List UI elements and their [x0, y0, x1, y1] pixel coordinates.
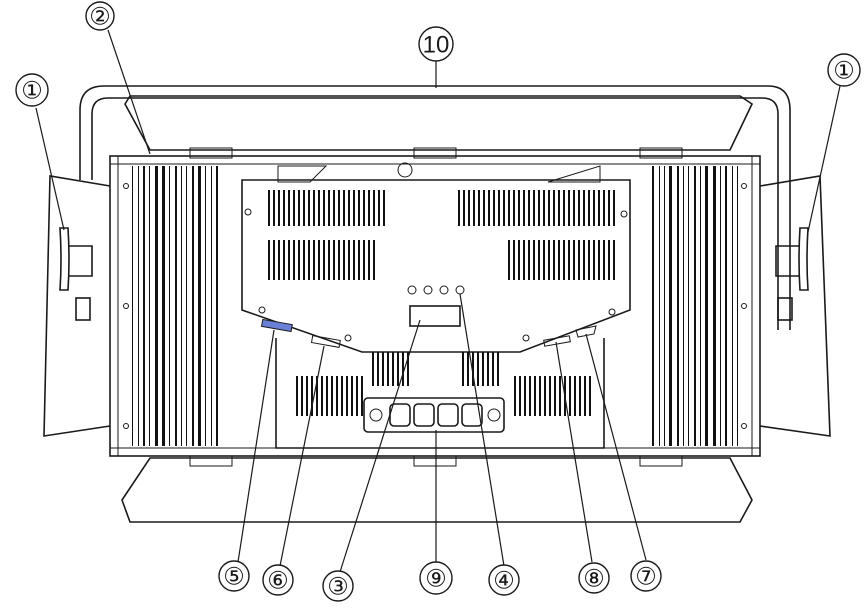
- callout-2: ②: [85, 1, 115, 31]
- callout-label: ①: [21, 78, 43, 105]
- right-barn-door: [759, 175, 831, 437]
- right-knob[interactable]: [775, 227, 809, 321]
- heatsink-fins-left: [132, 166, 218, 446]
- callout-7: ⑦: [630, 560, 662, 592]
- heatsink-fins-right: [652, 166, 738, 446]
- rear-panel: [241, 179, 631, 353]
- ventilation-slots: [268, 190, 615, 416]
- callout-label: ①: [833, 58, 855, 85]
- dmx-in-port[interactable]: [543, 335, 571, 347]
- callout-label: ⑨: [425, 566, 447, 593]
- left-barn-door: [43, 175, 111, 437]
- callout-8: ⑧: [578, 562, 610, 594]
- status-leds: [407, 285, 465, 295]
- callout-9: ⑨: [419, 561, 453, 595]
- power-out-port[interactable]: [310, 335, 341, 348]
- callout-label: ⑤: [223, 564, 245, 591]
- housing: [109, 155, 761, 457]
- control-button-strip: [363, 397, 505, 433]
- left-knob[interactable]: [59, 227, 93, 321]
- display-screen: [409, 305, 461, 327]
- callout-label: ⑥: [267, 568, 289, 595]
- yoke-bracket-inner: [91, 97, 779, 330]
- callout-label: ⑦: [635, 564, 657, 591]
- leader-lines: [35, 29, 841, 573]
- callout-3: ③: [322, 570, 354, 602]
- top-mount-clips: [189, 147, 683, 159]
- rear-panel-lower: [275, 338, 605, 449]
- callout-label: ⑧: [583, 566, 605, 593]
- callout-1-right: ①: [827, 53, 861, 87]
- callout-10: 10: [418, 26, 454, 62]
- callout-label: ③: [327, 574, 349, 601]
- power-in-port[interactable]: [260, 318, 293, 333]
- callout-6: ⑥: [262, 564, 294, 596]
- top-barn-door: [124, 95, 754, 151]
- callout-label: ④: [493, 568, 515, 595]
- callout-5: ⑤: [218, 560, 250, 592]
- callout-label: ②: [89, 4, 111, 31]
- callout-1-left: ①: [15, 73, 49, 107]
- callout-4: ④: [488, 564, 520, 596]
- bottom-barn-door: [121, 457, 753, 523]
- dmx-out-port[interactable]: [575, 325, 597, 338]
- callout-label: 10: [423, 32, 450, 59]
- screw-holes: [123, 183, 747, 429]
